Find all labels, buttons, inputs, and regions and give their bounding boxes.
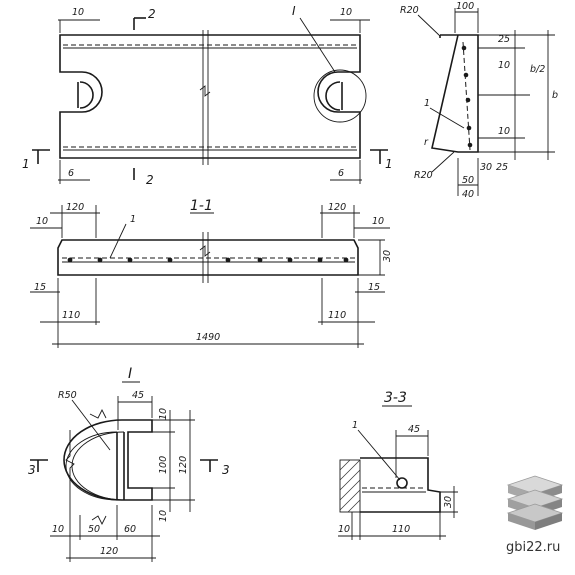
s11-dim-15-left: 15 (34, 282, 46, 293)
edge-dim-40: 40 (462, 189, 474, 200)
watermark: gbi22.ru (506, 475, 564, 555)
s11-dim-110-left: 110 (62, 310, 80, 321)
detail-I-dim-60: 60 (124, 524, 136, 535)
edge-radius-top: R20 (400, 5, 419, 16)
section-1-left-label: 1 (22, 157, 30, 171)
s11-dim-total: 1490 (196, 332, 220, 343)
s33-dim-10: 10 (338, 524, 350, 535)
edge-section: R20 100 25 10 b/2 b 1 10 r R20 30 25 50 … (400, 1, 558, 200)
detail-I-dim-10-bottom: 10 (158, 510, 169, 522)
stacked-slabs-icon (506, 475, 564, 530)
plan-outline (59, 34, 361, 159)
s11-dim-15-right: 15 (368, 282, 380, 293)
s33-dim-45: 45 (408, 424, 420, 435)
edge-dim-r: r (424, 137, 429, 148)
detail-I-title: I (128, 366, 132, 382)
detail-I-outline (63, 419, 153, 501)
section-2-top-label: 2 (148, 7, 156, 21)
section-3-3-title: 3-3 (384, 390, 407, 406)
edge-dim-100: 100 (456, 1, 474, 12)
plan-dim-6-right: 6 (338, 168, 344, 179)
plan-view: I 10 10 2 2 1 1 6 6 (22, 4, 393, 187)
detail-I-dim-10-left: 10 (52, 524, 64, 535)
s33-leader-1: 1 (352, 420, 358, 431)
section-3-left-label: 3 (28, 463, 36, 477)
detail-I-dim-120-h: 120 (100, 546, 118, 557)
edge-leader-1: 1 (424, 98, 430, 109)
section-1-1-outline (57, 239, 359, 276)
s11-dim-30: 30 (382, 250, 393, 262)
s33-dim-110: 110 (392, 524, 410, 535)
edge-dim-b-half: b/2 (530, 64, 545, 75)
edge-dim-25-bottom: 25 (496, 162, 508, 173)
watermark-site: gbi22.ru (506, 540, 560, 555)
detail-I-dim-45: 45 (132, 390, 144, 401)
detail-I-dim-50: 50 (88, 524, 100, 535)
s11-dim-110-right: 110 (328, 310, 346, 321)
detail-I-dim-100: 100 (158, 456, 169, 474)
s11-leader-1: 1 (130, 214, 136, 225)
edge-dim-25-top: 25 (498, 34, 510, 45)
edge-dim-b: b (552, 90, 558, 101)
plan-dim-6-left: 6 (68, 168, 74, 179)
edge-section-outline (431, 34, 479, 153)
s11-dim-10-right: 10 (372, 216, 384, 227)
section-3-3: 3-3 1 45 30 10 110 (338, 390, 458, 540)
s11-dim-120-right: 120 (328, 202, 346, 213)
plan-dim-10-right: 10 (340, 7, 352, 18)
edge-dim-30: 30 (480, 162, 492, 173)
plan-dim-10-left: 10 (72, 7, 84, 18)
s33-dim-30: 30 (443, 496, 454, 508)
detail-I-radius: R50 (58, 390, 77, 401)
edge-dim-50: 50 (462, 175, 474, 186)
section-3-3-outline (360, 457, 441, 513)
section-1-1: 1-1 120 120 10 10 1 30 (30, 198, 393, 348)
section-2-bottom-label: 2 (146, 173, 154, 187)
edge-dim-10-top: 10 (498, 60, 510, 71)
section-1-1-title: 1-1 (190, 198, 213, 214)
detail-I: I R50 45 10 100 120 10 3 3 (28, 366, 230, 562)
detail-I-dim-10-top: 10 (158, 408, 169, 420)
detail-I-dim-120-v: 120 (178, 456, 189, 474)
section-1-right-label: 1 (385, 157, 393, 171)
s11-dim-10-left: 10 (36, 216, 48, 227)
s11-dim-120-left: 120 (66, 202, 84, 213)
edge-dim-10-bottom: 10 (498, 126, 510, 137)
detail-callout-label: I (292, 4, 296, 18)
section-3-right-label: 3 (222, 463, 230, 477)
edge-radius-bottom: R20 (414, 170, 433, 181)
